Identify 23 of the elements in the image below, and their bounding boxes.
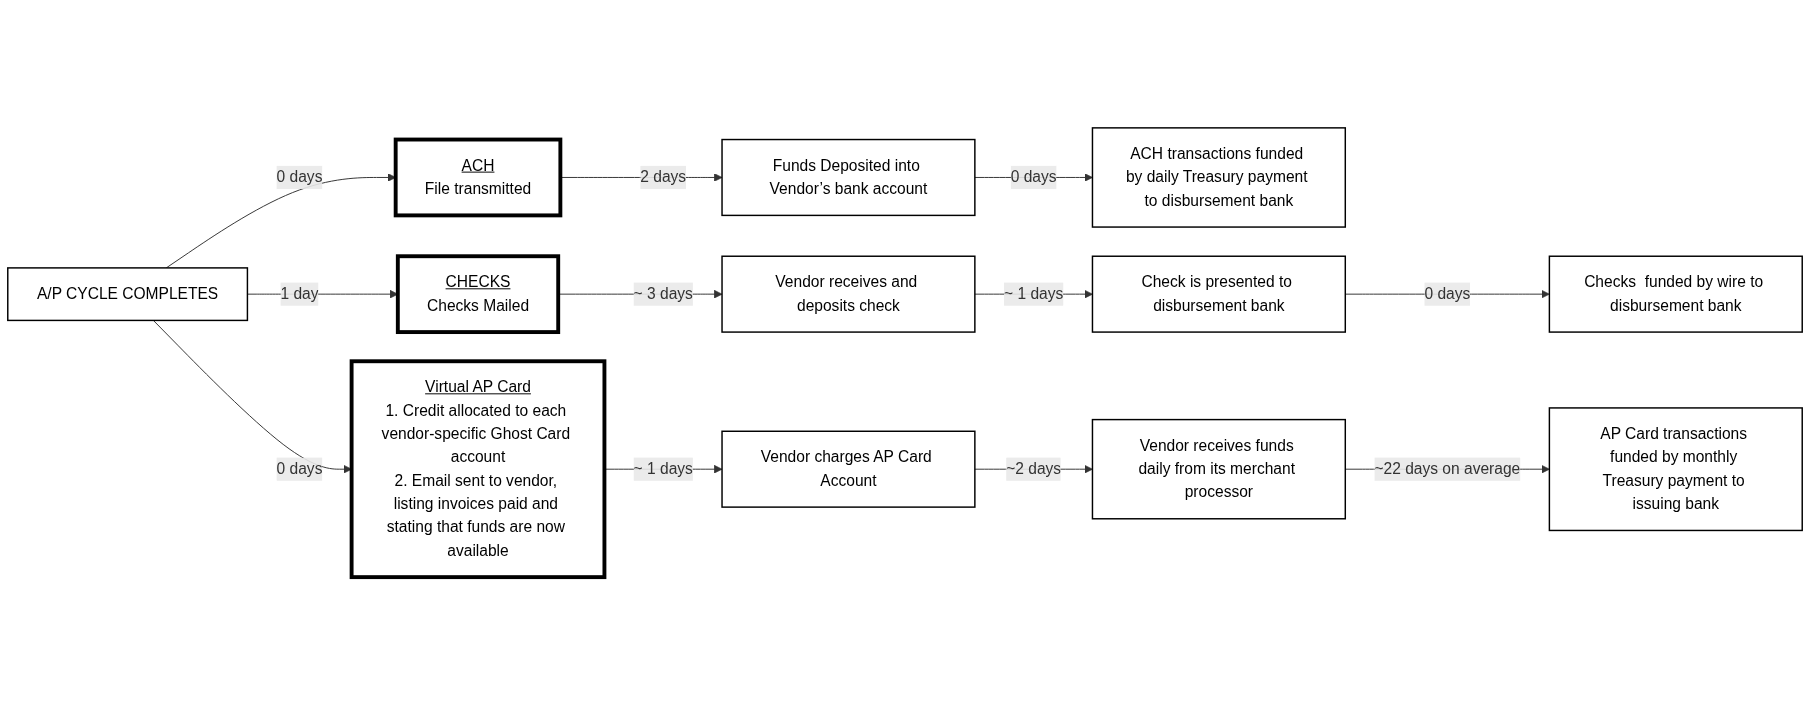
edge-label: 2 days [640, 168, 687, 186]
edge-label: ~ 3 days [633, 285, 693, 302]
node-box: Virtual AP Card 1. Credit allocated to each vendor-specific Ghost Card account 2. Email sent to vendor, listing invoices paid and stating that funds are now available [349, 359, 607, 580]
node-box: Checks funded by wire to disbursement bank [1548, 255, 1803, 333]
edge-label: 0 days [276, 460, 323, 477]
node-box: Vendor receives funds daily from its merchant processor [1091, 418, 1346, 520]
node-box: ACH File transmitted [393, 137, 563, 218]
node-box: Check is presented to disbursement bank [1091, 255, 1346, 333]
edge-label: 0 days [1010, 168, 1057, 186]
edge-label: ~ 1 days [633, 460, 693, 477]
edge-label: ~2 days [1006, 460, 1062, 477]
node-box: Vendor charges AP Card Account [721, 430, 976, 508]
edge-label: 0 days [276, 168, 323, 186]
node-box: AP Card transactions funded by monthly Treasury payment to issuing bank [1548, 407, 1803, 532]
edge-label: ~22 days on average [1374, 460, 1521, 477]
node-box: Vendor receives and deposits check [721, 255, 976, 333]
edge-label: 0 days [1424, 285, 1471, 302]
node-box: CHECKS Checks Mailed [395, 254, 561, 335]
node-box: ACH transactions funded by daily Treasury payment to disbursement bank [1091, 127, 1346, 228]
node-box: A/P CYCLE COMPLETES [7, 267, 249, 322]
node-box: Funds Deposited into Vendor’s bank account [721, 138, 976, 217]
edge-label: ~ 1 days [1004, 285, 1064, 302]
edge-label: 1 day [280, 285, 319, 302]
